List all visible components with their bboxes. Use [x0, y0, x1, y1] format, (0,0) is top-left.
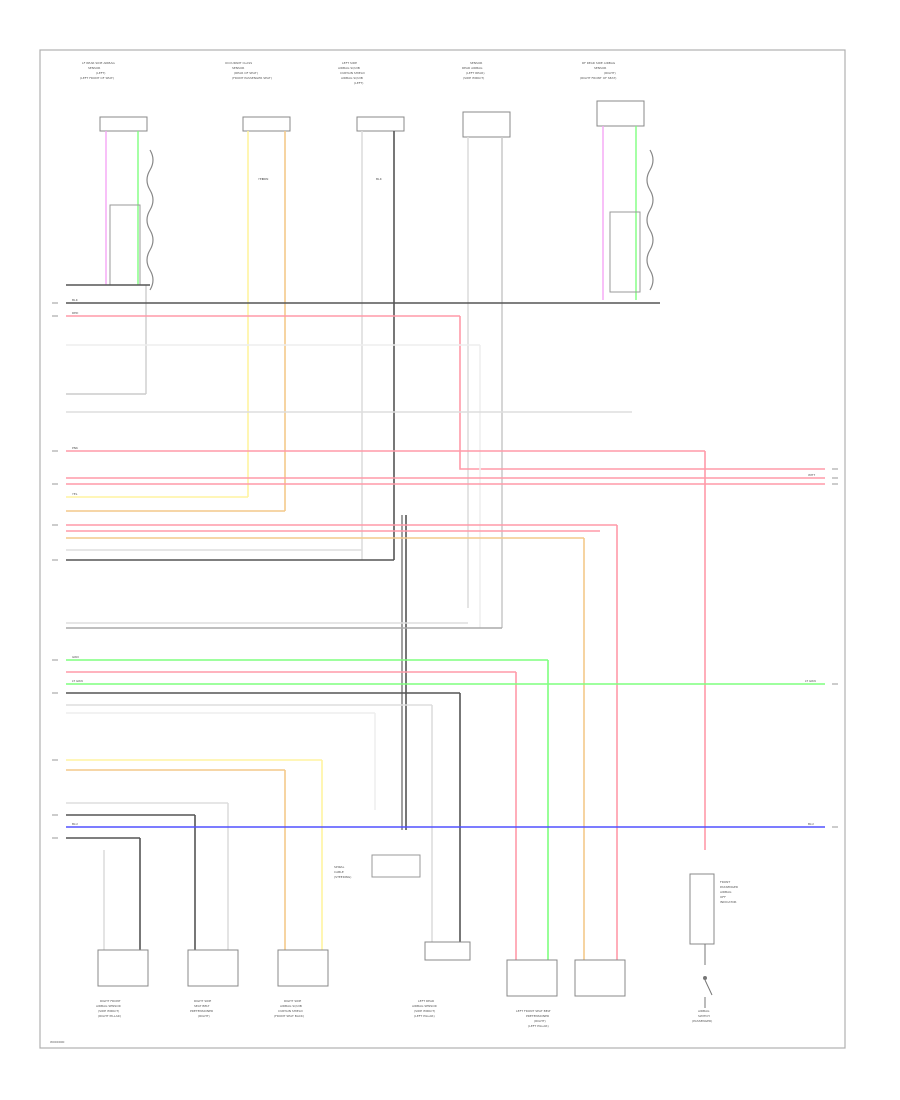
bottom-label-front-pass: LEFT FRONT SEAT BELT PRETENSIONER (RIGHT…	[516, 1009, 551, 1028]
lbl-line: SWITCH	[698, 1014, 710, 1018]
top-label-left-side: LEFT SIDE AIRBAG SQUIB CURTAIN SHIELD AI…	[338, 61, 366, 85]
footer-code: W000000	[50, 1040, 65, 1044]
lbl-line: (FRONT SEAT BACK)	[274, 1014, 304, 1018]
lbl-line: (RIGHT FRONT OF SEAT)	[580, 76, 616, 80]
lbl-line: LEFT SIDE	[342, 61, 357, 65]
lbl-line: RF REAR SIDE AIRBAG	[582, 61, 616, 65]
lbl-line: CABLE	[334, 870, 344, 874]
top-label-rear-sensor: SENSOR REAR AIRBAG (LEFT REAR) (SIDE IMP…	[462, 61, 484, 80]
lbl-line: (FRONT PASSENGER SEAT)	[232, 76, 272, 80]
lbl-line: RIGHT FRONT	[100, 999, 121, 1003]
bottom-connector-5	[506, 959, 558, 997]
lf-sensor-wiring	[105, 131, 154, 394]
lbl-line: (STEERING)	[334, 875, 351, 879]
wire-label: LT GRN	[805, 679, 816, 683]
lbl-line: REAR AIRBAG	[462, 66, 483, 70]
lbl-line: (SIDE IMPACT)	[414, 1009, 435, 1013]
lbl-line: SEAT BELT	[194, 1004, 210, 1008]
lbl-line: (LEFT PILLAR)	[528, 1024, 549, 1028]
lbl-line: AIRBAG	[698, 1009, 710, 1013]
top-label-lf-sensor: LF REAR SIDE AIRBAG SENSOR (LEFT) (LEFT …	[80, 61, 115, 80]
lbl-line: SENSOR	[470, 61, 482, 65]
lbl-line: SENSOR	[232, 66, 244, 70]
indicator-label: FRONT PASSENGER AIRBAG OFF INDICATOR	[720, 880, 738, 904]
bottom-label-switch: AIRBAG SWITCH (PASSENGER)	[692, 1009, 712, 1023]
lbl-line: (REAR OF SEAT)	[234, 71, 258, 75]
indicator-box	[689, 873, 715, 945]
lbl-line: (LEFT)	[354, 81, 363, 85]
lbl-line: RIGHT SIDE	[194, 999, 211, 1003]
lbl-line: AIRBAG	[720, 890, 732, 894]
lbl-line: INDICATOR	[720, 900, 737, 904]
right-terminals	[832, 468, 838, 828]
lbl-line: SENSOR	[594, 66, 606, 70]
wire-label: BLK	[72, 298, 79, 302]
connector-rear	[462, 111, 511, 138]
lbl-line: (RIGHT)	[604, 71, 616, 75]
rf-sensor-wiring	[602, 126, 654, 300]
lbl-line: AIRBAG SENSOR	[96, 1004, 121, 1008]
lbl-line: (SIDE IMPACT)	[98, 1009, 119, 1013]
connector-left-side	[356, 116, 405, 132]
wire-label: WHT	[808, 473, 815, 477]
bottom-label-front: RIGHT FRONT AIRBAG SENSOR (SIDE IMPACT) …	[96, 999, 121, 1018]
bottom-connector-2	[187, 949, 239, 987]
diagram-frame	[39, 49, 846, 1049]
lbl-line: CURTAIN SHIELD	[278, 1009, 304, 1013]
wire-label: BRN	[262, 177, 268, 181]
wire-label: LT GRN	[72, 679, 83, 683]
lbl-line: AIRBAG SQUIB	[341, 76, 363, 80]
lbl-line: SPIRAL	[334, 865, 345, 869]
switch-symbol	[703, 944, 713, 1008]
wire-label: YEL	[72, 492, 78, 496]
lbl-line: (LEFT REAR)	[466, 71, 484, 75]
lbl-line: OFF	[720, 895, 726, 899]
wire-label: BLU	[72, 822, 78, 826]
lbl-line: FRONT	[720, 880, 730, 884]
lbl-line: AIRBAG SENSOR	[412, 1004, 437, 1008]
lbl-line: AIRBAG SQUIB	[338, 66, 360, 70]
wire-label: RED	[72, 311, 79, 315]
lbl-line: (PASSENGER)	[692, 1019, 712, 1023]
lbl-line: (RIGHT)	[534, 1019, 546, 1023]
lbl-line: (LEFT PILLAR)	[414, 1014, 435, 1018]
top-label-occ-sensor: OCCUPANT CLASS SENSOR (REAR OF SEAT) (FR…	[225, 61, 272, 80]
horizontal-wires	[66, 284, 825, 960]
connector-occ	[242, 116, 291, 132]
bottom-connector-4	[424, 941, 471, 961]
lbl-line: CURTAIN SHIELD	[340, 71, 366, 75]
wire-label: GRN	[72, 655, 79, 659]
wire-label: BLU	[808, 822, 814, 826]
bottom-connector-3	[277, 949, 329, 987]
lbl-line: PASSENGER	[720, 885, 738, 889]
lbl-line: AIRBAG SQUIB	[280, 1004, 302, 1008]
left-connector-pins	[52, 302, 58, 839]
lbl-line: OCCUPANT CLASS	[225, 61, 252, 65]
bottom-connector-6	[574, 959, 626, 997]
lbl-line: LEFT REAR	[418, 999, 434, 1003]
lbl-line: (RIGHT)	[198, 1014, 210, 1018]
bottom-connector-1	[97, 949, 149, 987]
spiral-cable: SPIRAL CABLE (STEERING)	[334, 854, 421, 879]
lbl-line: (LEFT)	[96, 71, 105, 75]
bottom-label-belt: RIGHT SIDE SEAT BELT PRETENSIONER (RIGHT…	[190, 999, 213, 1018]
lbl-line: PRETENSIONER	[190, 1009, 213, 1013]
bottom-label-right-side: RIGHT SIDE AIRBAG SQUIB CURTAIN SHIELD (…	[274, 999, 304, 1018]
lbl-line: SENSOR	[88, 66, 100, 70]
lbl-line: PRETENSIONER	[526, 1014, 549, 1018]
wire-label: BLK	[376, 177, 383, 181]
top-label-rf-sensor: RF REAR SIDE AIRBAG SENSOR (RIGHT) (RIGH…	[580, 61, 616, 80]
connector-rf	[596, 100, 645, 127]
wire-label: YEL	[258, 177, 264, 181]
lbl-line: RIGHT SIDE	[284, 999, 301, 1003]
bottom-label-left-rear: LEFT REAR AIRBAG SENSOR (SIDE IMPACT) (L…	[412, 999, 437, 1018]
lbl-line: (SIDE IMPACT)	[463, 76, 484, 80]
lbl-line: LF REAR SIDE AIRBAG	[82, 61, 115, 65]
lbl-line: LEFT FRONT SEAT BELT	[516, 1009, 551, 1013]
wire-label: PNK	[72, 446, 79, 450]
connector-lf	[99, 116, 148, 132]
lbl-line: (RIGHT PILLAR)	[98, 1014, 121, 1018]
lbl-line: (LEFT FRONT OF SEAT)	[80, 76, 114, 80]
